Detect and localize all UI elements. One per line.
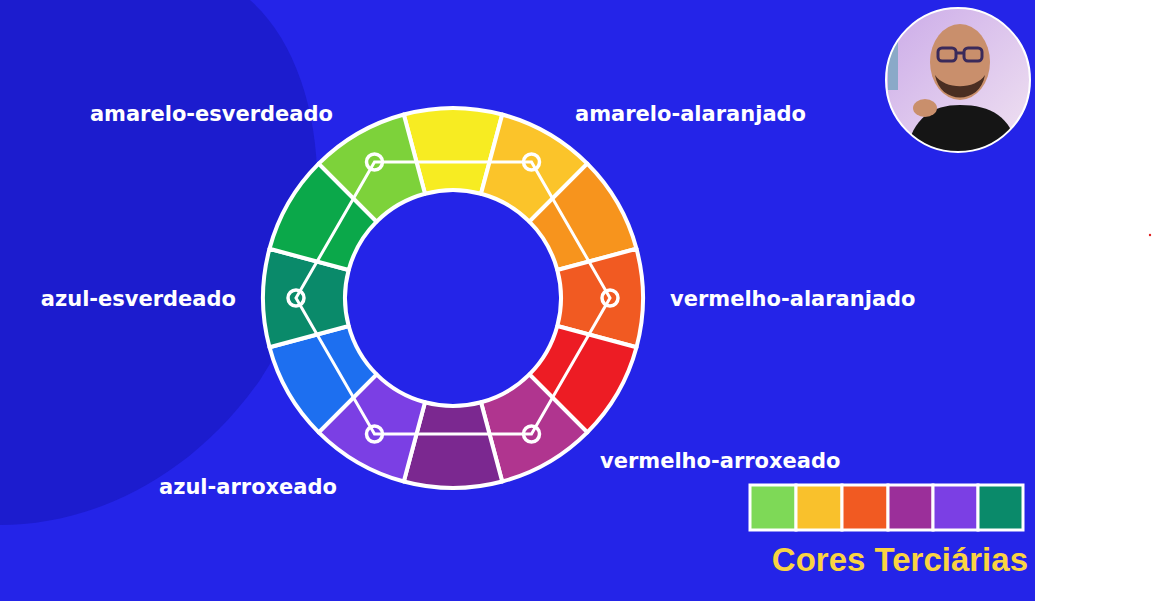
color-label: amarelo-esverdeado	[90, 102, 333, 127]
background	[0, 0, 1035, 601]
color-label: vermelho-arroxeado	[600, 449, 840, 474]
color-label: azul-esverdeado	[41, 287, 236, 312]
color-label: amarelo-alaranjado	[575, 102, 806, 127]
webcam-frame	[886, 8, 1030, 152]
webcam-presenter	[880, 0, 1040, 160]
swatch-strip	[750, 485, 1023, 530]
dot	[1149, 234, 1151, 236]
wheel-segments	[263, 108, 643, 488]
title: Cores Terciárias	[772, 540, 1028, 580]
hexagon	[296, 162, 610, 434]
marker-circles	[288, 154, 618, 442]
color-label: vermelho-alaranjado	[670, 287, 916, 312]
color-label: azul-arroxeado	[159, 475, 337, 500]
